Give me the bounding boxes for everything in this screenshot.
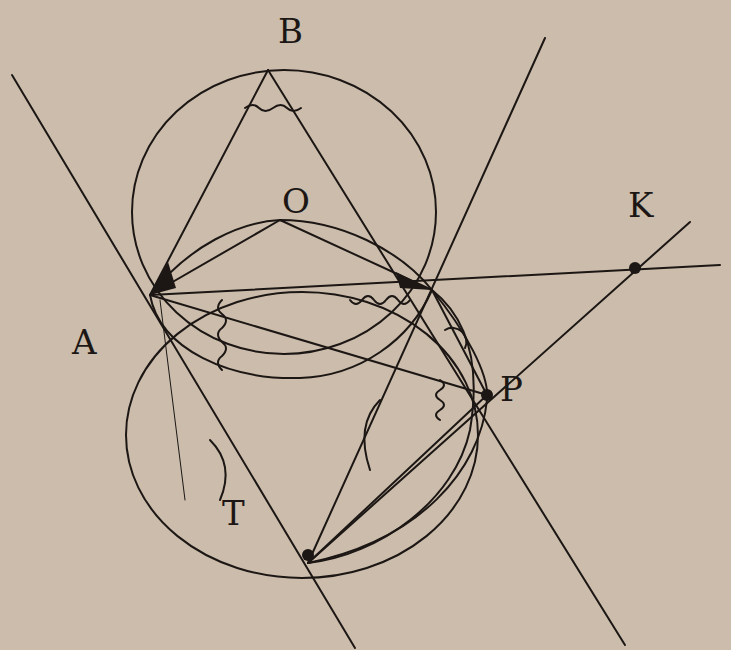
point-label: B: [278, 14, 303, 48]
line-d-k: [308, 222, 690, 563]
shaded-angle: [150, 262, 176, 295]
angle-mark: [245, 105, 301, 111]
point-label: K: [628, 188, 653, 222]
segment-a-p: [150, 295, 487, 395]
angle-mark: [218, 300, 226, 370]
segment-d-p: [308, 395, 487, 563]
point-dot: [481, 389, 493, 401]
lower-circle: [126, 292, 478, 578]
point-dot: [302, 549, 314, 561]
line-a-d: [12, 75, 355, 648]
point-label: O: [282, 184, 310, 218]
point-label: P: [500, 372, 523, 406]
angle-mark: [436, 380, 444, 420]
line-b-p: [268, 70, 625, 645]
segment-o-c: [280, 220, 432, 290]
point-label: A: [72, 325, 97, 359]
line-c-d: [308, 38, 545, 563]
angle-arc: [445, 328, 466, 348]
segment-a-o: [150, 220, 280, 295]
faint-line: [160, 300, 185, 500]
angle-mark: [350, 296, 410, 304]
inner-arc: [150, 290, 432, 378]
equal-mark: [364, 400, 380, 470]
point-dot: [629, 262, 641, 274]
shaded-angle: [396, 272, 432, 290]
equal-mark: [210, 440, 226, 500]
small-arc: [308, 290, 474, 563]
point-label: T: [222, 496, 245, 530]
